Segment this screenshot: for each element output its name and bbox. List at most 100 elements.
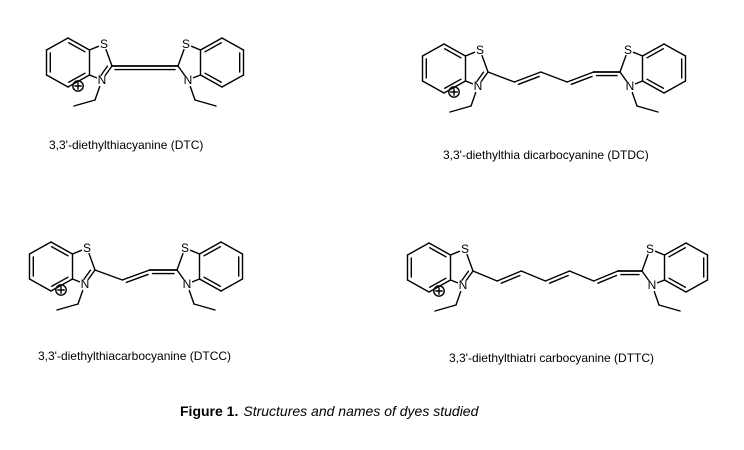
chain-single-bond xyxy=(487,71,516,83)
chain-double-bond-second xyxy=(548,274,569,284)
right-benzene-bond xyxy=(641,43,665,57)
left-benzene-bond-inner xyxy=(429,277,447,288)
right-benzene-bond xyxy=(221,74,245,88)
right-sulfur-atom: S xyxy=(624,43,632,57)
right-ethyl-bond xyxy=(631,91,638,107)
right-nitrogen-atom: N xyxy=(626,79,635,93)
caption-label: Figure 1. xyxy=(180,403,238,419)
left-thiazole-bond xyxy=(465,270,474,281)
name-dtcc: 3,3'-diethylthiacarbocyanine (DTCC) xyxy=(38,349,231,363)
left-benzene-bond xyxy=(45,37,69,51)
left-benzene-bond xyxy=(28,241,52,255)
left-benzene-bond xyxy=(28,278,52,292)
right-benzene-bond xyxy=(198,241,222,255)
chain-single-bond xyxy=(520,270,547,282)
right-benzene-bond-inner xyxy=(204,42,222,53)
left-benzene-bond xyxy=(428,242,452,256)
left-thiazole-bond xyxy=(464,51,476,57)
left-thiazole-bond xyxy=(71,278,81,283)
right-benzene-bond xyxy=(198,278,222,292)
right-ethyl-bond xyxy=(653,290,660,306)
positive-charge-icon xyxy=(72,80,84,92)
chain-double-bond xyxy=(566,71,595,83)
left-nitrogen-atom: N xyxy=(81,277,90,291)
left-thiazole-bond xyxy=(88,74,98,79)
right-thiazole-bond xyxy=(176,252,184,271)
left-thiazole-bond xyxy=(87,269,96,280)
left-ethyl-bond xyxy=(77,289,84,305)
right-thiazole-bond xyxy=(634,80,644,85)
left-benzene-bond-inner xyxy=(429,247,447,258)
right-benzene-bond-inner xyxy=(646,78,664,89)
right-benzene-bond xyxy=(220,241,244,255)
right-thiazole-bond xyxy=(177,65,186,76)
left-benzene-bond xyxy=(421,43,445,57)
molecule-dtcc: S N S N xyxy=(28,241,244,311)
right-thiazole-bond xyxy=(191,278,201,283)
chain-double-bond xyxy=(593,270,619,282)
left-thiazole-double-bond xyxy=(476,71,485,82)
left-ethyl-bond xyxy=(56,303,79,311)
left-sulfur-atom: S xyxy=(461,242,469,256)
left-thiazole-bond xyxy=(88,252,96,271)
right-benzene-bond xyxy=(685,279,709,293)
left-sulfur-atom: S xyxy=(100,37,108,51)
chain-single-bond xyxy=(472,270,498,282)
name-dttc: 3,3'-diethylthiatri carbocyanine (DTTC) xyxy=(449,351,654,365)
right-sulfur-atom: S xyxy=(181,241,189,255)
left-ethyl-bond xyxy=(434,304,457,312)
left-ethyl-bond xyxy=(449,105,472,113)
positive-charge-icon xyxy=(55,284,67,296)
right-thiazole-bond xyxy=(619,54,627,73)
chain-double-bond-second xyxy=(517,75,540,86)
right-thiazole-bond xyxy=(619,71,628,82)
right-thiazole-bond xyxy=(176,269,185,280)
chain-double-bond xyxy=(513,71,542,83)
chain-double-bond xyxy=(544,270,571,282)
right-ethyl-bond xyxy=(193,303,216,311)
left-thiazole-double-bond xyxy=(83,269,92,280)
right-nitrogen-atom: N xyxy=(183,277,192,291)
right-thiazole-bond xyxy=(189,249,201,255)
right-sulfur-atom: S xyxy=(182,37,190,51)
right-benzene-bond-inner xyxy=(668,247,686,258)
name-dtdc: 3,3'-diethylthia dicarbocyanine (DTDC) xyxy=(443,148,649,162)
left-ethyl-bond xyxy=(455,290,462,306)
left-benzene-bond xyxy=(421,80,445,94)
right-benzene-bond xyxy=(220,278,244,292)
right-benzene-bond xyxy=(221,37,245,51)
chain-single-bond xyxy=(94,269,124,281)
right-benzene-bond-inner xyxy=(646,48,664,59)
right-thiazole-bond xyxy=(654,250,666,256)
right-nitrogen-atom: N xyxy=(648,278,657,292)
left-sulfur-atom: S xyxy=(83,241,91,255)
left-benzene-bond-inner xyxy=(51,276,69,287)
right-thiazole-bond xyxy=(190,45,202,51)
left-ethyl-bond xyxy=(94,85,101,101)
left-thiazole-bond xyxy=(466,253,474,272)
right-thiazole-bond xyxy=(656,279,666,284)
right-ethyl-bond xyxy=(189,85,196,101)
left-thiazole-bond xyxy=(104,65,113,76)
left-benzene-bond-inner xyxy=(444,48,462,59)
positive-charge-icon xyxy=(433,285,445,297)
right-ethyl-bond xyxy=(636,105,659,113)
left-thiazole-double-bond xyxy=(461,270,470,281)
right-benzene-bond xyxy=(685,242,709,256)
left-benzene-bond xyxy=(67,37,91,51)
left-benzene-bond xyxy=(45,74,69,88)
chain-double-bond-second xyxy=(125,273,149,284)
left-sulfur-atom: S xyxy=(476,43,484,57)
left-thiazole-bond xyxy=(105,48,113,67)
right-benzene-bond xyxy=(663,80,687,94)
caption-text: Structures and names of dyes studied xyxy=(243,403,479,419)
left-thiazole-bond xyxy=(464,80,474,85)
chain-double-bond-second xyxy=(597,274,618,284)
left-benzene-bond-inner xyxy=(68,72,86,83)
chain-double-bond-second xyxy=(570,75,593,86)
right-thiazole-bond xyxy=(192,74,202,79)
figure-caption: Figure 1. Structures and names of dyes st… xyxy=(180,403,480,419)
